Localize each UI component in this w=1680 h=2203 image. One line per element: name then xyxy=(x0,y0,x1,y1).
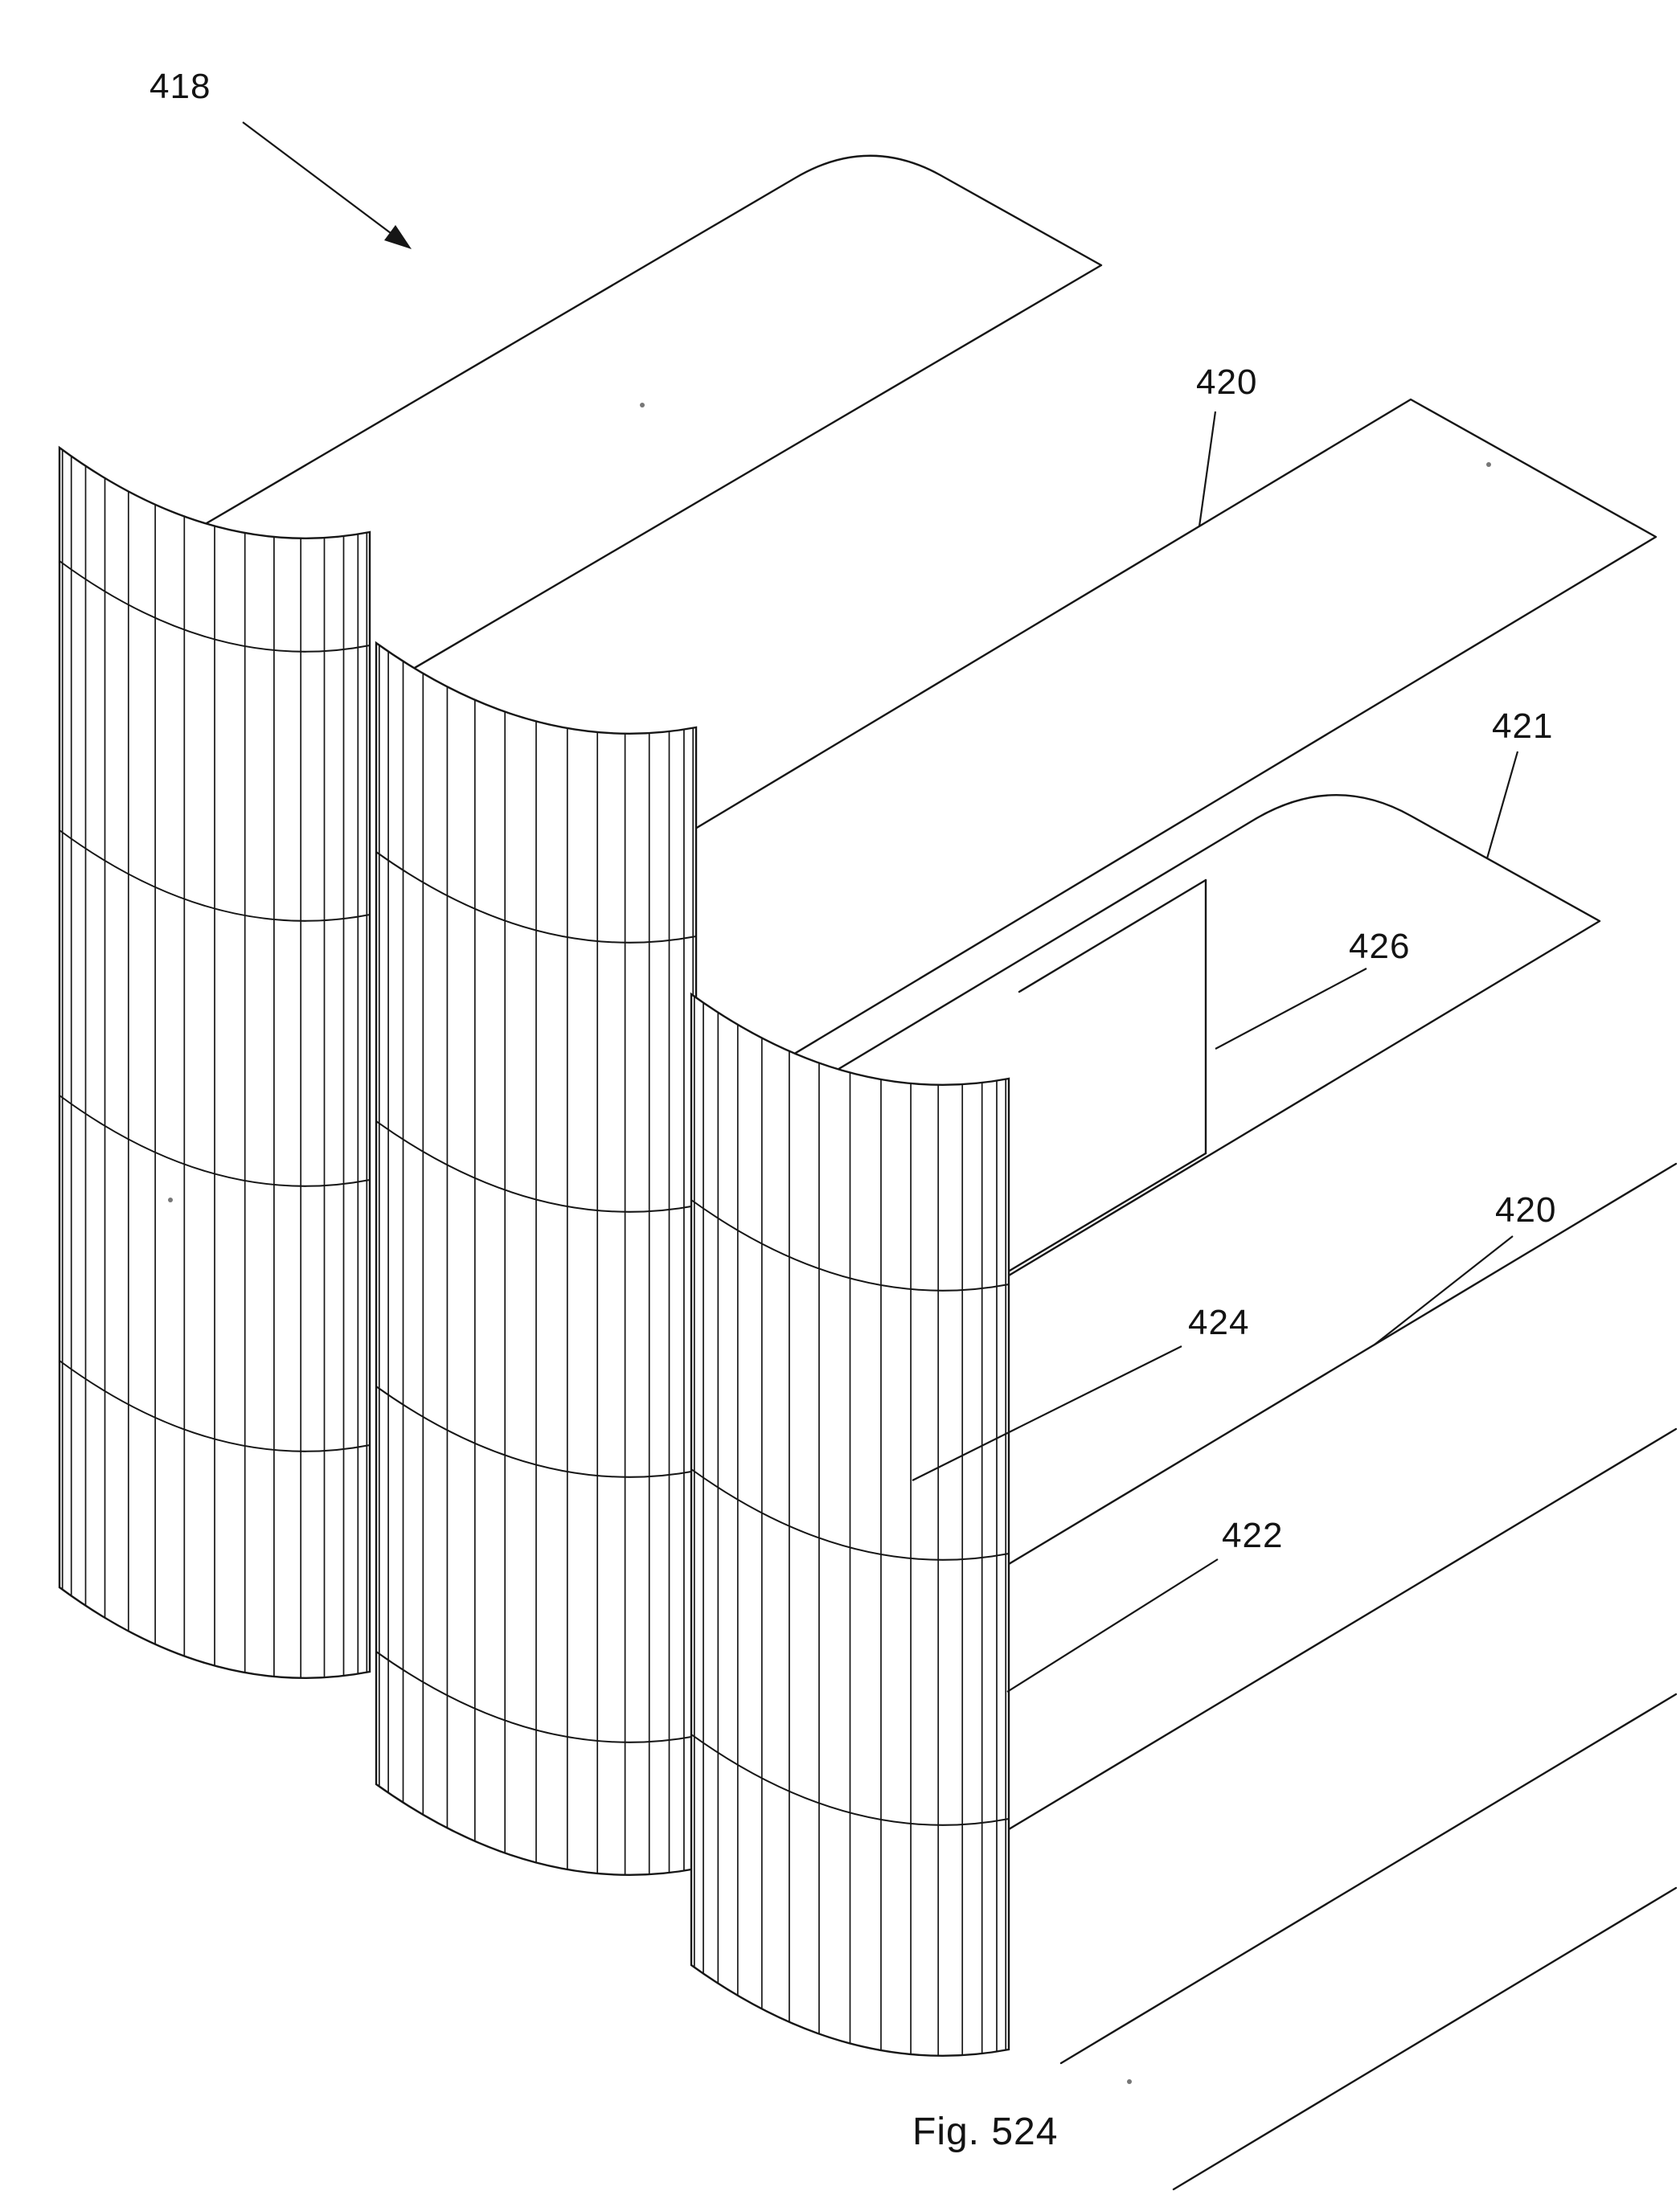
plate-420-lower-near-edge-424 xyxy=(923,1427,1678,1882)
inner-bottom-edge-426 xyxy=(1008,1152,1207,1272)
plate-edges xyxy=(191,154,1678,2191)
inner-top-edge-426 xyxy=(1018,878,1207,993)
ribbed-column-3 xyxy=(690,992,1010,2057)
ref-label-422: 422 xyxy=(1222,1516,1283,1555)
plate-top-418-outline xyxy=(191,154,1103,686)
plate-422-far-edge xyxy=(1059,1693,1678,2065)
speck-dot xyxy=(168,1198,173,1202)
reference-labels: 418 420 421 426 420 424 422 xyxy=(150,67,1556,1555)
leader-line-424 xyxy=(912,1345,1182,1481)
leader-line-426 xyxy=(1215,968,1367,1050)
leader-line-421 xyxy=(1485,751,1519,859)
plate-420-lower-far-edge xyxy=(923,1162,1678,1616)
ref-label-424: 424 xyxy=(1188,1303,1249,1342)
ref-label-418: 418 xyxy=(150,67,211,106)
ref-label-426: 426 xyxy=(1349,927,1410,966)
inner-slot-edges-426 xyxy=(1008,878,1207,1272)
ref-label-420a: 420 xyxy=(1196,362,1257,402)
plate-420-upper-outline xyxy=(682,398,1657,1074)
leader-line-422 xyxy=(1006,1558,1219,1693)
leader-line-418 xyxy=(242,121,391,234)
ref-label-421: 421 xyxy=(1492,706,1553,746)
speck-dot xyxy=(640,403,645,407)
figure-caption: Fig. 524 xyxy=(912,2111,1058,2153)
speck-dot xyxy=(1127,2079,1132,2084)
ref-label-420b: 420 xyxy=(1495,1190,1556,1230)
leader-line-420a xyxy=(1198,411,1217,527)
arrowhead-418 xyxy=(384,225,412,249)
plate-421-outline xyxy=(802,794,1601,1284)
ribbed-column-1 xyxy=(58,445,371,1679)
speck-dot xyxy=(1486,462,1491,467)
leader-lines xyxy=(242,121,1519,1693)
leader-line-420b xyxy=(1374,1235,1514,1345)
scan-specks xyxy=(168,403,1491,2084)
ribbed-column-2 xyxy=(375,641,698,1876)
plate-422-near-edge xyxy=(1172,1886,1678,2191)
